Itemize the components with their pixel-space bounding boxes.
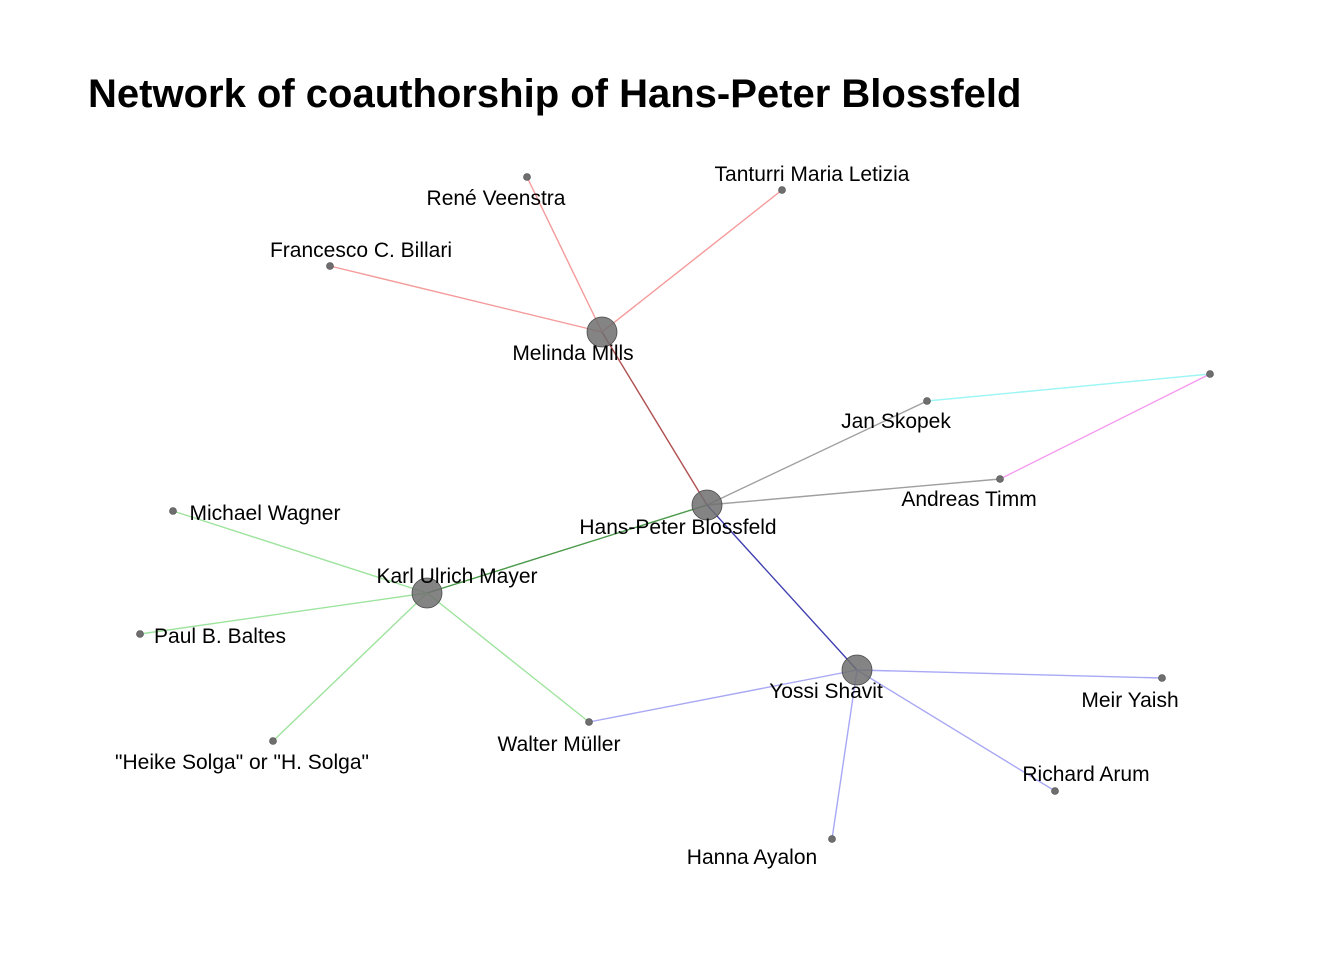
edge-mills-tanturri	[601, 189, 783, 333]
node-label-skopek: Jan Skopek	[841, 410, 951, 433]
node-label-muller: Walter Müller	[498, 733, 621, 756]
node-timm	[996, 475, 1004, 483]
chart-title: Network of coauthorship of Hans-Peter Bl…	[88, 72, 1022, 116]
node-baltes	[136, 630, 144, 638]
edge-mayer-muller	[426, 592, 590, 723]
node-label-ayalon: Hanna Ayalon	[687, 846, 817, 869]
node-label-blossfeld: Hans-Peter Blossfeld	[579, 516, 776, 539]
node-label-baltes: Paul B. Baltes	[154, 625, 286, 648]
node-ayalon	[828, 835, 836, 843]
node-unlabeled	[1206, 370, 1214, 378]
node-muller	[585, 718, 593, 726]
edge-skopek-unlabeled	[926, 373, 1211, 402]
node-label-mills: Melinda Mills	[512, 342, 633, 365]
node-label-billari: Francesco C. Billari	[270, 239, 452, 262]
edge-mills-blossfeld	[601, 331, 708, 506]
node-shavit	[841, 654, 873, 686]
node-skopek	[923, 397, 931, 405]
edge-mayer-baltes	[139, 592, 428, 635]
edge-shavit-arum	[856, 669, 1056, 792]
edge-blossfeld-skopek	[706, 400, 928, 506]
node-tanturri	[778, 186, 786, 194]
node-veenstra	[523, 173, 531, 181]
node-label-wagner: Michael Wagner	[190, 502, 341, 525]
node-label-arum: Richard Arum	[1022, 763, 1149, 786]
node-label-tanturri: Tanturri Maria Letizia	[715, 163, 910, 186]
edge-blossfeld-timm	[706, 478, 1001, 506]
node-label-mayer: Karl Ulrich Mayer	[376, 565, 537, 588]
node-arum	[1051, 787, 1059, 795]
node-label-yaish: Meir Yaish	[1081, 689, 1178, 712]
node-label-solga: "Heike Solga" or "H. Solga"	[115, 751, 369, 774]
edge-mills-billari	[329, 265, 603, 333]
node-layer	[136, 173, 1214, 843]
node-label-timm: Andreas Timm	[901, 488, 1036, 511]
node-yaish	[1158, 674, 1166, 682]
node-mayer	[411, 577, 443, 609]
node-label-veenstra: René Veenstra	[427, 187, 566, 210]
edge-timm-unlabeled	[999, 373, 1211, 480]
node-billari	[326, 262, 334, 270]
edge-blossfeld-mayer	[426, 504, 708, 594]
edge-shavit-muller	[588, 669, 858, 723]
node-blossfeld	[691, 489, 723, 521]
node-wagner	[169, 507, 177, 515]
edge-mayer-solga	[272, 592, 428, 742]
edge-shavit-yaish	[856, 669, 1163, 679]
node-solga	[269, 737, 277, 745]
edge-blossfeld-shavit	[706, 504, 858, 671]
node-mills	[586, 316, 618, 348]
edge-mayer-wagner	[172, 510, 428, 594]
edge-shavit-ayalon	[831, 669, 858, 840]
edge-mills-veenstra	[526, 176, 603, 333]
edge-layer	[139, 176, 1211, 840]
node-label-shavit: Yossi Shavit	[769, 680, 883, 703]
